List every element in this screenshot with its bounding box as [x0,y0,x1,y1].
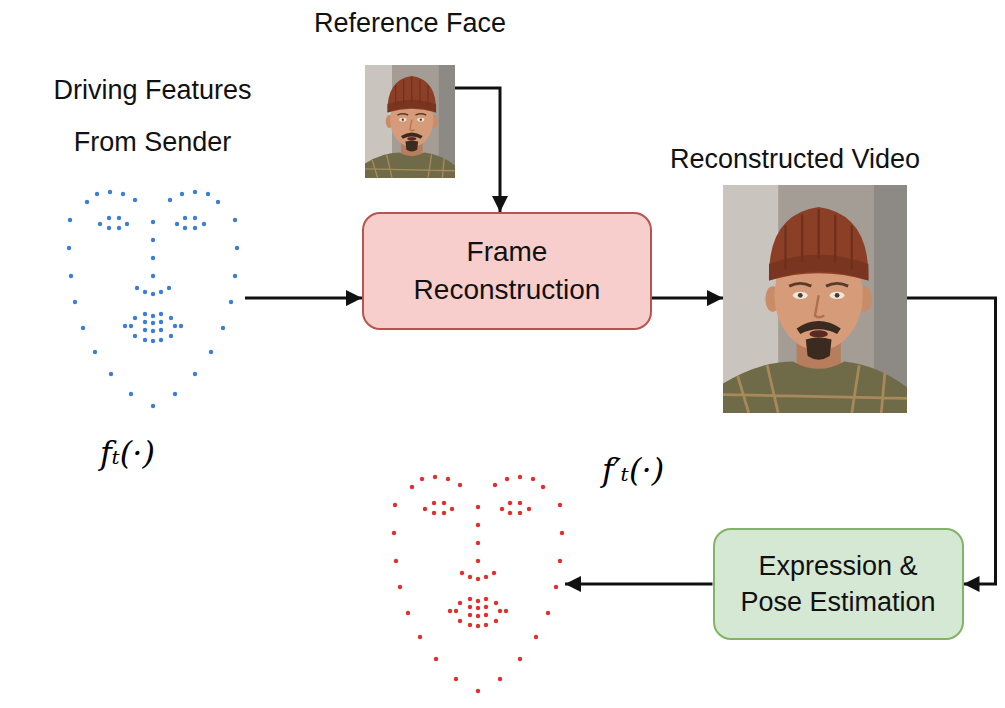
arrow-connector [245,297,362,300]
math-label: f′ₜ(·) [602,451,664,489]
arrow-connector [455,88,500,212]
box-label: Expression & Pose Estimation [731,548,946,621]
heading-label: Driving Features From Sender [28,65,278,168]
feature-node: Driving Features From Senderfₜ(·) [60,178,245,414]
image-node: Reconstructed Video [723,185,907,413]
image-node: Reference Face [365,65,455,178]
face-photo [365,65,455,178]
arrow-connector [652,297,723,300]
heading-label: Reconstructed Video [670,141,920,177]
math-label: fₜ(·) [100,434,155,472]
landmark-points [67,190,239,408]
box-label: Frame Reconstruction [400,233,615,309]
heading-label: Reference Face [314,5,506,41]
process-box: Expression & Pose Estimation [713,528,964,640]
feature-node: f′ₜ(·) [390,465,565,705]
process-box: Frame Reconstruction [362,212,652,330]
face-photo [723,185,907,413]
landmark-points [392,475,564,693]
arrow-connector [565,583,713,586]
